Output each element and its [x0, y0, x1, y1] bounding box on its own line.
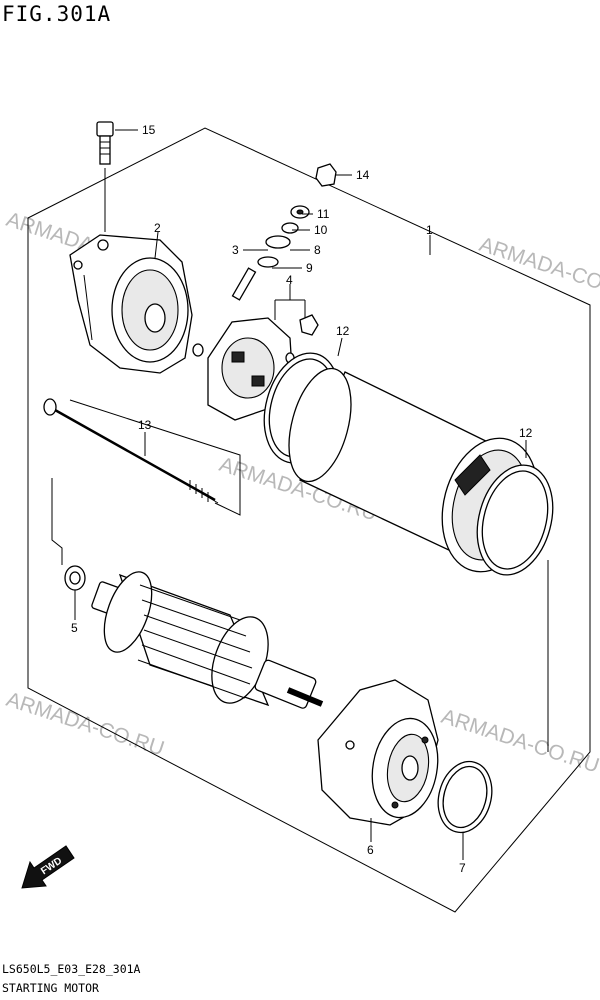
watermark: ARMADA-CO.RU	[476, 233, 600, 306]
callout-10: 10	[314, 223, 328, 237]
callout-6: 6	[367, 843, 374, 857]
callout-8: 8	[314, 243, 321, 257]
callout-14: 14	[356, 168, 370, 182]
assembly-frame	[27, 127, 591, 913]
diagram-caption: STARTING MOTOR	[2, 981, 99, 995]
part-washer	[64, 565, 86, 591]
callout-1: 1	[426, 223, 433, 237]
part-armature	[51, 478, 324, 709]
callout-12: 12	[336, 324, 350, 338]
figure-title: FIG.301A	[2, 2, 112, 26]
part-o-ring-right	[476, 464, 554, 576]
model-code: LS650L5_E03_E28_301A	[2, 962, 141, 976]
part-bolt-15	[96, 121, 114, 232]
callout-5: 5	[71, 621, 78, 635]
callout-7: 7	[459, 861, 466, 875]
callout-15: 15	[142, 123, 156, 137]
leader-lines	[74, 129, 549, 860]
part-end-cover	[69, 234, 193, 374]
callout-9: 9	[306, 261, 313, 275]
callout-13: 13	[138, 418, 152, 432]
callout-2: 2	[154, 221, 161, 235]
callout-3: 3	[232, 243, 239, 257]
watermark: ARMADA-CO.RU	[3, 688, 167, 761]
callout-4: 4	[286, 273, 293, 287]
callout-11: 11	[317, 207, 330, 221]
part-o-ring-front	[437, 760, 493, 834]
callout-12: 12	[519, 426, 533, 440]
fwd-arrow-icon: FWD	[21, 845, 75, 889]
part-through-bolt	[43, 398, 241, 516]
part-front-bracket	[317, 679, 439, 826]
